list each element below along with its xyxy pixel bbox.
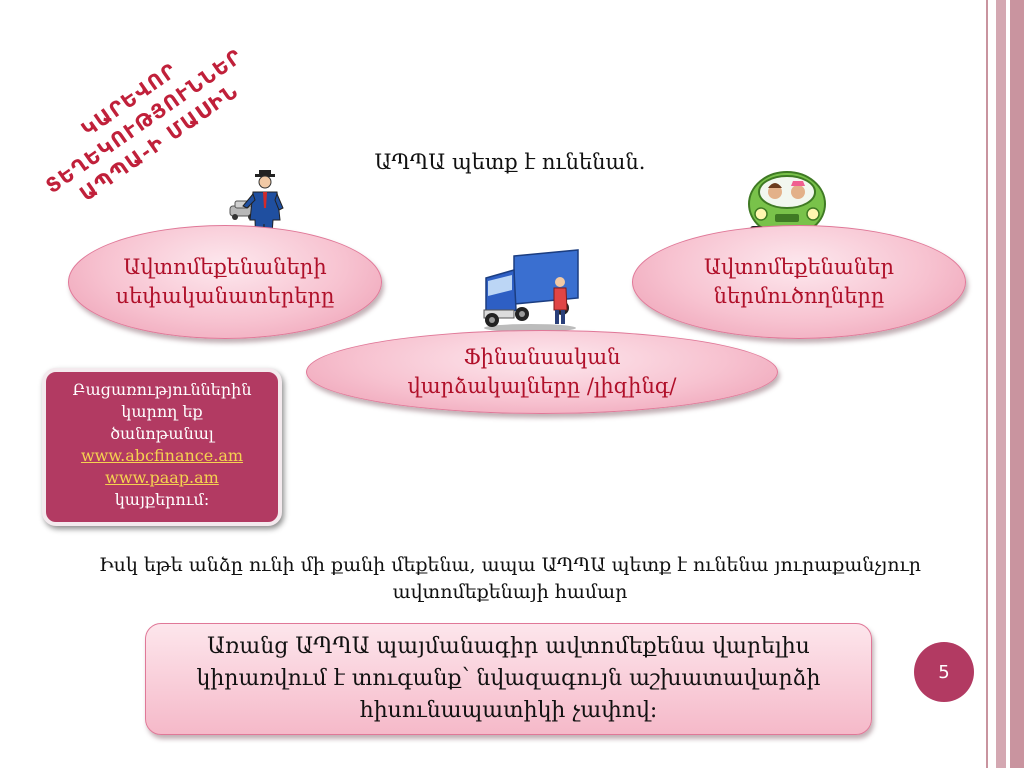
penalty-line: հիսունապատիկի չափով: bbox=[359, 698, 658, 723]
businessman-with-car-icon bbox=[229, 170, 284, 248]
page-number-badge: 5 bbox=[914, 642, 974, 702]
multiple-cars-note: Իսկ եթե անձը ունի մի քանի մեքենա, ապա ԱՊ… bbox=[60, 552, 960, 606]
info-line: կարող եք bbox=[121, 402, 203, 421]
penalty-line: Առանց ԱՊՊԱ պայմանագիր ավտոմեքենա վարելիս bbox=[207, 634, 810, 659]
info-line: ծանոթանալ bbox=[110, 424, 214, 443]
subtitle: ԱՊՊԱ պետք է ունենան. bbox=[374, 150, 646, 174]
slide-border-decoration bbox=[984, 0, 1024, 768]
penalty-box: Առանց ԱՊՊԱ պայմանագիր ավտոմեքենա վարելիս… bbox=[145, 623, 872, 735]
note-line: Իսկ եթե անձը ունի մի քանի մեքենա, ապա ԱՊ… bbox=[98, 554, 922, 576]
vehicle-importers-ellipse: Ավտոմեքենաներ ներմուծողները bbox=[632, 225, 966, 339]
ellipse-line: ներմուծողները bbox=[713, 284, 885, 308]
ellipse-line: վարձակալները /լիզինգ/ bbox=[407, 374, 677, 398]
abcfinance-link[interactable]: www.abcfinance.am bbox=[80, 446, 244, 465]
info-line: կայքերում: bbox=[114, 490, 210, 509]
financial-lessees-ellipse: Ֆինանսական վարձակալները /լիզինգ/ bbox=[306, 330, 778, 414]
vehicle-owners-ellipse: Ավտոմեքենաների սեփականատերերը bbox=[68, 225, 382, 339]
truck-driver-icon bbox=[483, 249, 579, 332]
exceptions-info-box: Բացառություններին կարող եք ծանոթանալ www… bbox=[42, 368, 282, 526]
ellipse-line: Ֆինանսական bbox=[463, 345, 621, 369]
paap-link[interactable]: www.paap.am bbox=[105, 468, 219, 487]
note-line: ավտոմեքենայի համար bbox=[392, 581, 628, 603]
ellipse-line: Ավտոմեքենաների bbox=[123, 255, 327, 279]
penalty-line: կիրառվում է տուգանք՝ նվազագույն աշխատավա… bbox=[196, 666, 821, 691]
info-line: Բացառություններին bbox=[72, 380, 252, 399]
ellipse-line: սեփականատերերը bbox=[115, 284, 335, 308]
ellipse-line: Ավտոմեքենաներ bbox=[704, 255, 894, 279]
